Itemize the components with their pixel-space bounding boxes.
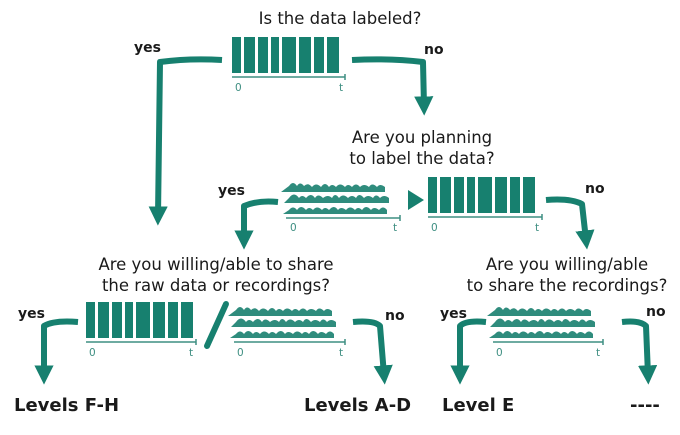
- raw-recording-icon: 0 t: [487, 307, 604, 359]
- question-data-labeled: Is the data labeled?: [259, 9, 422, 28]
- answer-yes-q3: yes: [18, 306, 45, 322]
- axis-t-label: t: [596, 347, 600, 359]
- axis-zero-label: 0: [237, 347, 244, 359]
- labeled-data-icon: 0 t: [428, 177, 543, 234]
- answer-no-q3: no: [385, 308, 405, 324]
- answer-yes-q4: yes: [440, 306, 467, 322]
- answer-no-q1: no: [424, 42, 444, 58]
- answer-yes-q2: yes: [218, 183, 245, 199]
- axis-t-label: t: [535, 222, 539, 234]
- outcome-levels-f-h: Levels F-H: [14, 395, 119, 416]
- arrow-q3-yes: [34, 318, 79, 385]
- raw-recording-icon: 0 t: [281, 183, 401, 234]
- labeled-data-icon: 0 t: [86, 302, 197, 359]
- question-share-raw-line1: Are you willing/able to share: [98, 255, 333, 274]
- axis-t-label: t: [339, 82, 343, 94]
- axis-t-label: t: [393, 222, 397, 234]
- arrow-q4-no: [621, 318, 658, 385]
- answer-no-q4: no: [646, 304, 666, 320]
- axis-t-label: t: [339, 347, 343, 359]
- answer-no-q2: no: [585, 181, 605, 197]
- arrow-q1-yes: [148, 56, 223, 226]
- arrow-q4-yes: [450, 318, 487, 385]
- axis-zero-label: 0: [235, 82, 242, 94]
- question-share-raw-line2: the raw data or recordings?: [102, 276, 330, 295]
- outcome-none: ----: [630, 395, 660, 416]
- question-share-recordings-line2: to share the recordings?: [467, 276, 668, 295]
- outcome-level-e: Level E: [442, 395, 514, 416]
- axis-t-label: t: [189, 347, 193, 359]
- outcome-levels-a-d: Levels A-D: [304, 395, 411, 416]
- axis-zero-label: 0: [290, 222, 297, 234]
- answer-yes-q1: yes: [134, 40, 161, 56]
- axis-zero-label: 0: [431, 222, 438, 234]
- question-plan-label-line1: Are you planning: [352, 128, 492, 147]
- arrow-q3-no: [352, 318, 393, 385]
- raw-recording-icon: 0 t: [228, 307, 346, 359]
- axis-zero-label: 0: [89, 347, 96, 359]
- labeled-data-icon: 0 t: [232, 37, 346, 94]
- question-plan-label-line2: to label the data?: [349, 149, 494, 168]
- transform-arrow-icon: [408, 190, 424, 210]
- arrow-q2-yes: [234, 198, 279, 250]
- axis-zero-label: 0: [496, 347, 503, 359]
- arrow-q2-no: [545, 196, 595, 250]
- or-separator: [204, 301, 229, 349]
- arrow-q1-no: [351, 56, 434, 116]
- question-share-recordings-line1: Are you willing/able: [486, 255, 648, 274]
